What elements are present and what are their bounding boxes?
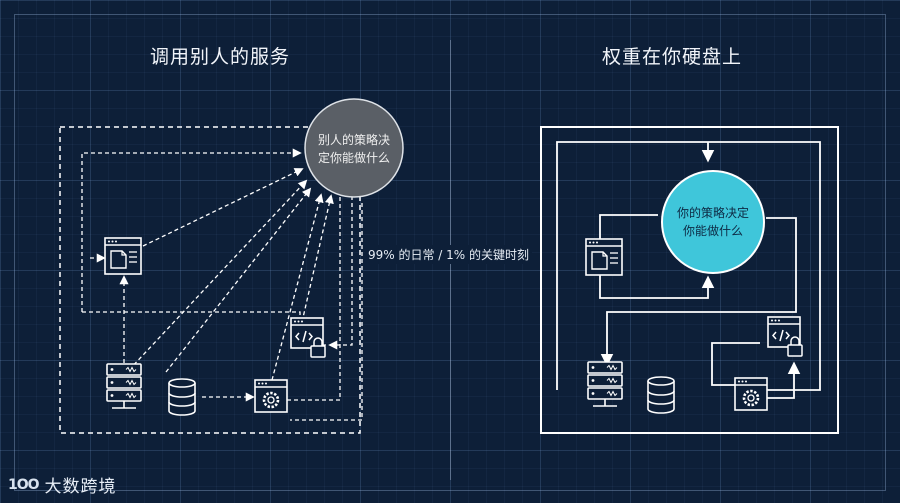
right-panel: [540, 126, 839, 434]
left-panel: [59, 98, 404, 434]
right-title: 权重在你硬盘上: [602, 46, 743, 68]
code-lock-icon: [767, 316, 803, 357]
document-icon: [585, 238, 623, 276]
left-circle-line1: 别人的策略决: [317, 133, 390, 147]
server-icon: [587, 361, 623, 407]
logo-text: 大数跨境: [44, 477, 117, 497]
logo-mark-icon: 1OO: [8, 476, 40, 493]
settings-window-icon: [253, 378, 289, 414]
outer-frame: [14, 14, 886, 491]
brand-logo: 1OO 大数跨境: [8, 472, 117, 498]
left-dashed-boundary: [59, 126, 361, 434]
right-local-loops: [556, 141, 821, 399]
right-circle-line1: 你的策略决定: [676, 206, 749, 220]
database-icon: [647, 376, 675, 414]
middle-label: 99% 的日常 / 1% 的关键时刻: [365, 245, 533, 264]
server-icon: [106, 363, 142, 409]
left-dependency-arrows: [81, 148, 363, 421]
right-circle-line2: 你能做什么: [682, 224, 743, 238]
left-title: 调用别人的服务: [150, 46, 291, 68]
right-strategy-circle: [661, 170, 765, 274]
right-solid-boundary: [540, 126, 839, 434]
left-strategy-circle: [304, 98, 404, 198]
document-icon: [104, 237, 142, 275]
code-lock-icon: [290, 317, 326, 358]
database-icon: [168, 378, 196, 416]
left-circle-label: 别人的策略决 定你能做什么: [305, 131, 403, 167]
left-circle-line2: 定你能做什么: [317, 151, 390, 165]
settings-window-icon: [733, 376, 769, 412]
right-circle-label: 你的策略决定 你能做什么: [660, 204, 766, 240]
